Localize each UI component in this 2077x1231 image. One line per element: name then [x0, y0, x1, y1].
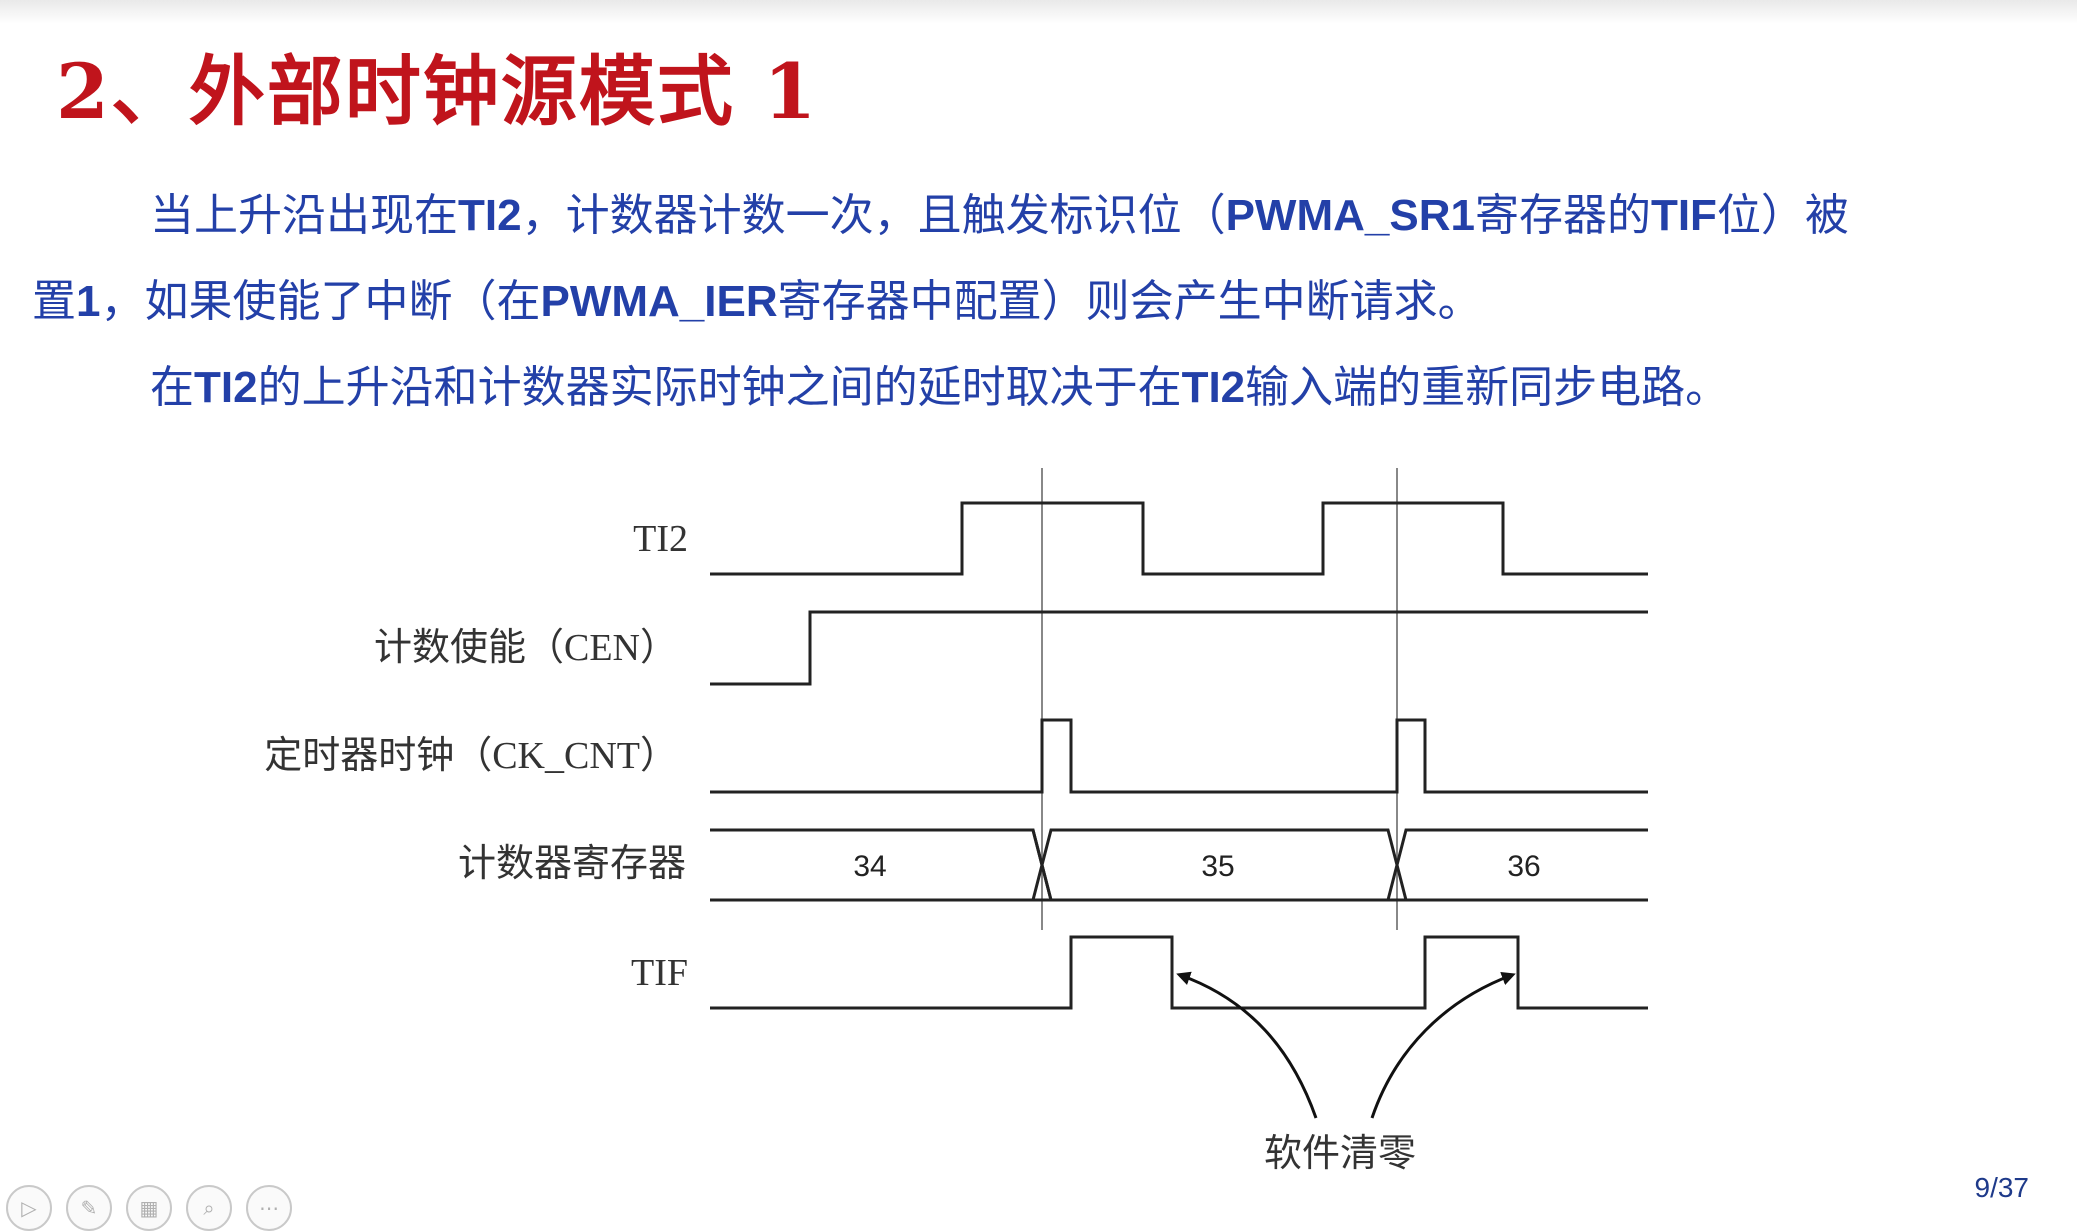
presentation-toolbar: ▷ ✎ ▦ ⌕ ⋯ [6, 1185, 292, 1231]
more-icon[interactable]: ⋯ [246, 1185, 292, 1231]
paragraph-3: 在TI2的上升沿和计数器实际时钟之间的延时取决于在TI2输入端的重新同步电路。 [150, 362, 1730, 413]
counter-value-36: 36 [1507, 850, 1540, 883]
slide-title: 2、外部时钟源模式 1 [56, 47, 819, 136]
counter-bus [710, 828, 1648, 902]
top-shade [0, 0, 2077, 24]
ck-cnt-waveform [710, 718, 1648, 794]
paragraph-1: 当上升沿出现在TI2，计数器计数一次，且触发标识位（PWMA_SR1寄存器的TI… [150, 190, 1849, 241]
slides-icon[interactable]: ▦ [126, 1185, 172, 1231]
signal-label-ck-cnt: 定时器时钟（CK_CNT） [264, 735, 678, 777]
ti2-waveform [710, 501, 1648, 576]
play-icon[interactable]: ▷ [6, 1185, 52, 1231]
tif-waveform [710, 935, 1648, 1010]
software-clear-label: 软件清零 [1264, 1133, 1416, 1175]
signal-label-ti2: TI2 [633, 518, 688, 560]
signal-label-tif: TIF [631, 952, 688, 994]
zoom-icon[interactable]: ⌕ [186, 1185, 232, 1231]
page-number: 9/37 [1974, 1172, 2030, 1203]
clear-arrow-2 [1370, 971, 1516, 1119]
cen-waveform [710, 610, 1648, 686]
pen-icon[interactable]: ✎ [66, 1185, 112, 1231]
signal-label-counter-register: 计数器寄存器 [458, 843, 686, 885]
counter-value-34: 34 [853, 850, 886, 883]
paragraph-2: 置1，如果使能了中断（在PWMA_IER寄存器中配置）则会产生中断请求。 [32, 276, 1482, 327]
clear-arrow-1 [1176, 971, 1318, 1119]
signal-label-cen: 计数使能（CEN） [374, 627, 678, 669]
counter-value-35: 35 [1201, 850, 1234, 883]
